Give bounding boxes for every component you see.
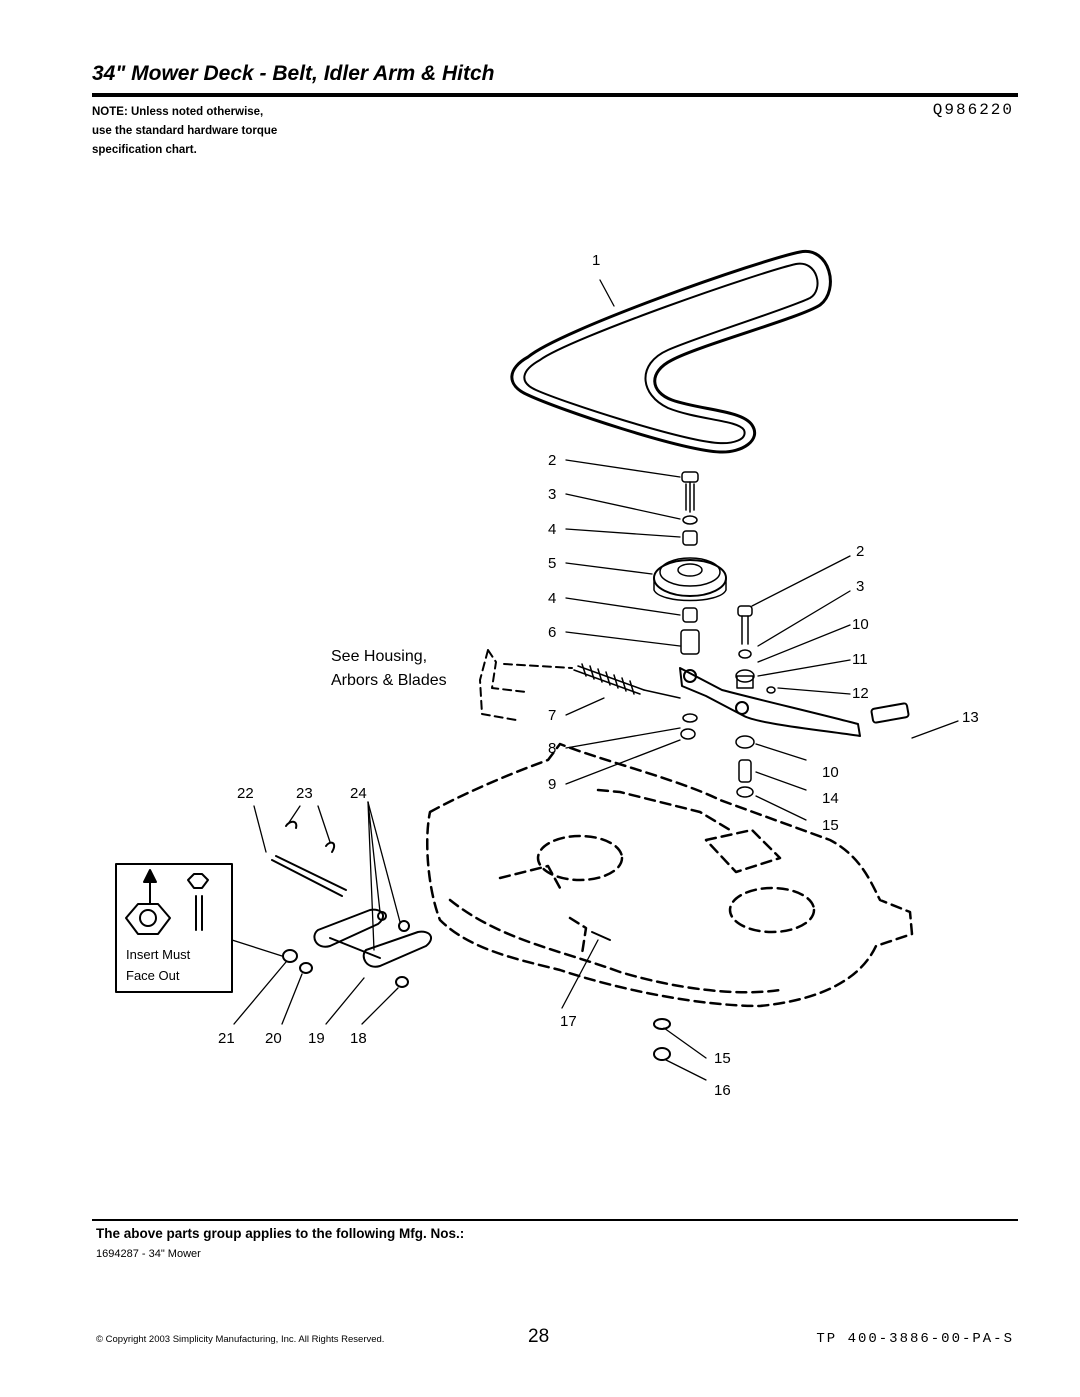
callout-11: 11 (852, 651, 868, 668)
copyright-notice: © Copyright 2003 Simplicity Manufacturin… (96, 1334, 385, 1345)
inset-label: Insert Must (126, 947, 191, 962)
hitch-drawing (271, 820, 671, 1061)
note-line: specification chart. (92, 144, 197, 156)
callout-3: 3 (548, 486, 556, 503)
housing-reference-label: See Housing, (331, 648, 427, 665)
callout-15: 15 (714, 1050, 731, 1067)
callout-13: 13 (962, 709, 979, 726)
note-line: use the standard hardware torque (92, 125, 278, 137)
callout-23: 23 (296, 785, 313, 802)
figure-id: Q986220 (932, 101, 1014, 119)
callout-17: 17 (560, 1013, 577, 1030)
page-title: 34" Mower Deck - Belt, Idler Arm & Hitch (92, 62, 495, 85)
callout-3: 3 (856, 578, 864, 595)
callout-14: 14 (822, 790, 839, 807)
callout-5: 5 (548, 555, 556, 572)
callout-21: 21 (218, 1030, 235, 1047)
note-line: NOTE: Unless noted otherwise, (92, 106, 264, 118)
callout-22: 22 (237, 785, 254, 802)
callout-24: 24 (350, 785, 367, 802)
leader-lines (231, 279, 959, 1081)
inset-label: Face Out (126, 968, 180, 983)
callout-7: 7 (548, 707, 556, 724)
inset-drawing (115, 863, 233, 993)
mfg-number: 1694287 - 34" Mower (96, 1248, 201, 1260)
spring-drawing (573, 663, 681, 699)
bolt-stack-drawing (735, 605, 776, 798)
torque-note: NOTE: Unless noted otherwise, use the st… (92, 103, 277, 160)
callout-15: 15 (822, 817, 839, 834)
callout-4: 4 (548, 590, 556, 607)
callout-6: 6 (548, 624, 556, 641)
callout-20: 20 (265, 1030, 282, 1047)
applies-heading: The above parts group applies to the fol… (96, 1226, 465, 1241)
callout-9: 9 (548, 776, 556, 793)
callout-18: 18 (350, 1030, 367, 1047)
mower-deck-drawing (426, 742, 914, 1008)
callout-1: 1 (592, 252, 600, 269)
callout-2: 2 (856, 543, 864, 560)
callout-10: 10 (822, 764, 839, 781)
callout-12: 12 (852, 685, 869, 702)
callout-16: 16 (714, 1082, 731, 1099)
callout-8: 8 (548, 740, 556, 757)
housing-reference-label: Arbors & Blades (331, 672, 447, 689)
document-number: TP 400-3886-00-PA-S (816, 1331, 1014, 1347)
pulley-stack-drawing (653, 471, 727, 740)
idler-arm-drawing (679, 667, 910, 737)
callout-19: 19 (308, 1030, 325, 1047)
title-rule (92, 93, 1018, 97)
housing-bracket-drawing (479, 649, 573, 721)
page-number: 28 (528, 1326, 550, 1347)
callout-2: 2 (548, 452, 556, 469)
belt-drawing (510, 250, 832, 454)
callout-10: 10 (852, 616, 869, 633)
callout-4: 4 (548, 521, 556, 538)
section-rule (92, 1219, 1018, 1221)
